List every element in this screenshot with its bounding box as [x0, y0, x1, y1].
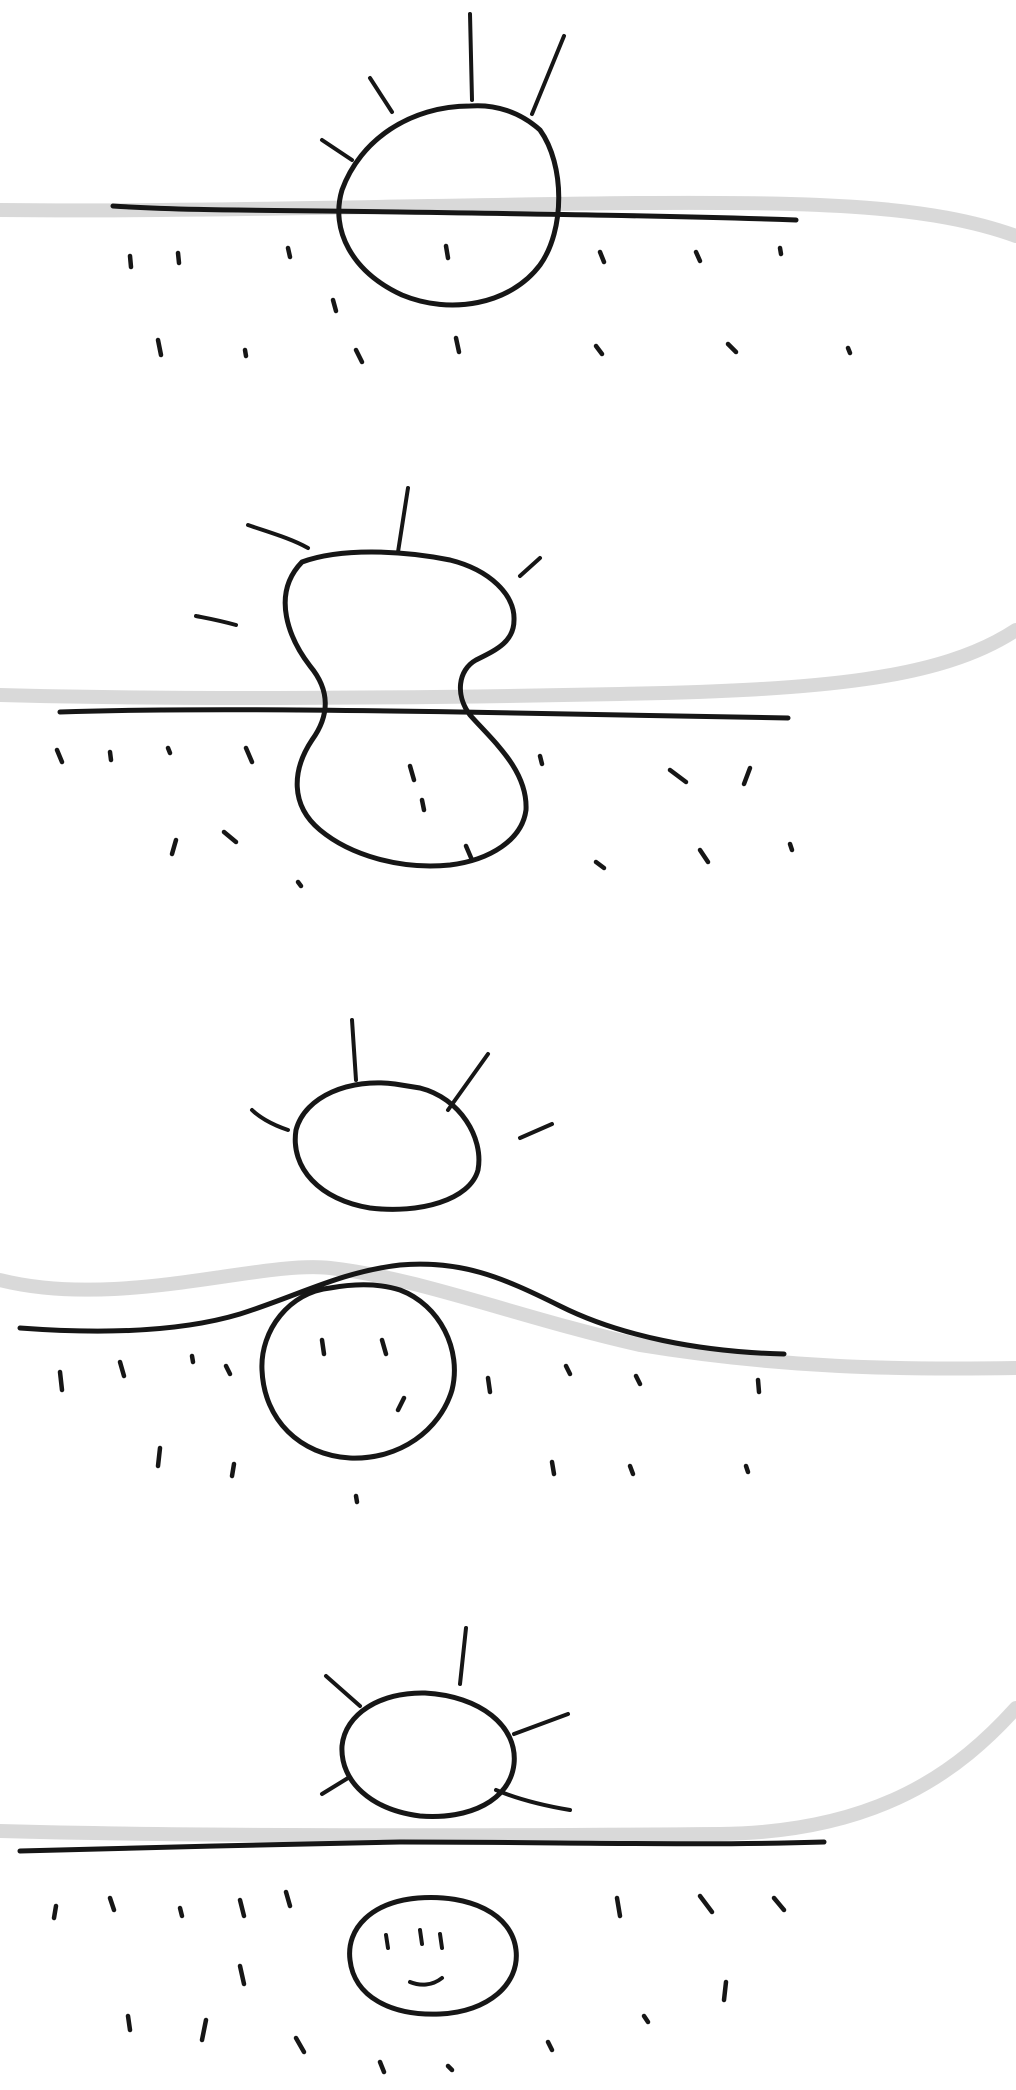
ray-line-2 [514, 1714, 568, 1734]
ray-line-3 [326, 1676, 360, 1706]
panel-3-object-above-bulging-surface [0, 1000, 1016, 1520]
ray-line-4 [322, 140, 352, 160]
ray-line-2 [448, 1054, 488, 1110]
ray-line-1 [470, 14, 472, 100]
soil-texture [130, 246, 850, 362]
ray-line-2 [532, 36, 564, 114]
buried-face-eye-middle [420, 1930, 422, 1944]
ray-line-4 [322, 1778, 348, 1794]
ray-line-3 [252, 1110, 288, 1130]
ground-line [60, 710, 788, 718]
buried-face-mouth [410, 1978, 442, 1985]
soil-texture [60, 1340, 759, 1502]
panel-3-drawing [0, 1000, 1016, 1520]
panel-1-drawing [0, 0, 1016, 380]
ray-line-3 [248, 525, 308, 548]
floating-object-outline [342, 1693, 514, 1817]
ray-line-4 [196, 616, 236, 625]
ray-line-1 [352, 1020, 356, 1080]
ray-line-5 [496, 1790, 570, 1810]
grey-guide-curve [0, 1708, 1016, 1835]
panel-1-round-object-half-submerged [0, 0, 1016, 380]
buried-object-outline [262, 1285, 454, 1458]
panel-2-drawing [0, 470, 1016, 890]
ray-line-2 [520, 558, 540, 576]
soil-texture [54, 1892, 784, 2072]
ray-line-3 [370, 78, 392, 112]
floating-object-outline [295, 1083, 479, 1210]
panel-4-drawing [0, 1610, 1016, 2090]
ray-line-1 [398, 488, 408, 552]
panel-4-object-above-flat-surface-with-buried-face [0, 1610, 1016, 2090]
buried-face-eye-right [440, 1934, 442, 1948]
ray-line-1 [460, 1628, 466, 1684]
buried-face-eye-left [386, 1935, 388, 1948]
ray-line-4 [520, 1124, 552, 1138]
ground-line [20, 1842, 824, 1851]
panel-2-pinched-object-crossing-surface [0, 470, 1016, 890]
buried-face-outline [350, 1897, 517, 2014]
